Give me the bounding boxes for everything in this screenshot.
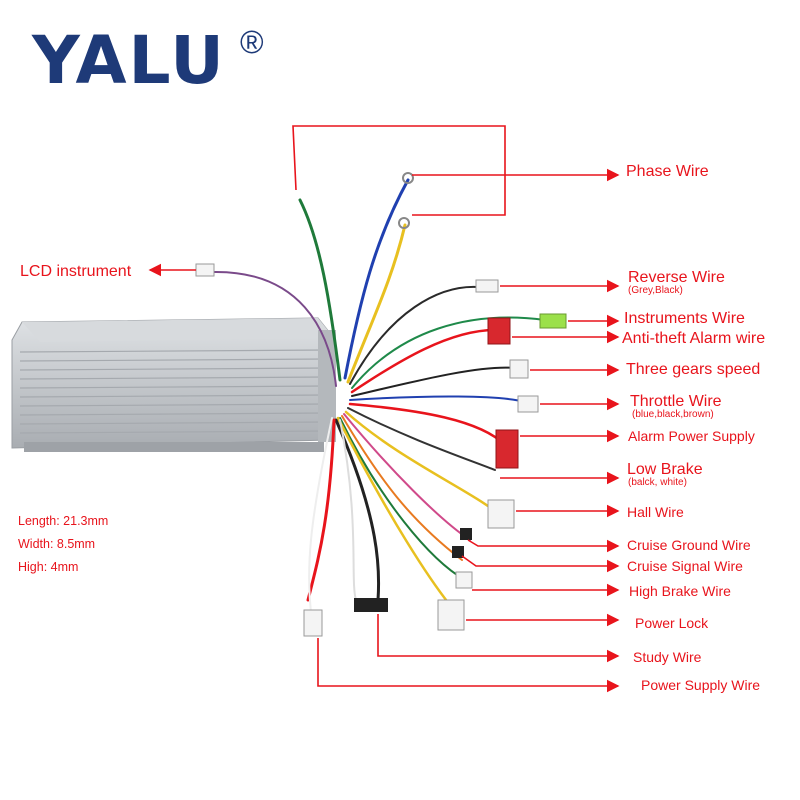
alarm-power-supply-label: Alarm Power Supply xyxy=(628,428,755,444)
cruise-ground-wire-label: Cruise Ground Wire xyxy=(627,537,751,553)
leader-lines xyxy=(148,125,620,693)
spec-width: Width: 8.5mm xyxy=(18,537,96,551)
reverse-wire-label: Reverse Wire xyxy=(628,269,725,286)
power-lock-label: Power Lock xyxy=(635,615,709,631)
instruments-wire-label: Instruments Wire xyxy=(624,310,745,327)
wire-bundle xyxy=(211,178,546,621)
registered-mark: ® xyxy=(240,24,264,60)
study-wire-label: Study Wire xyxy=(633,649,702,665)
three-gears-speed-label: Three gears speed xyxy=(626,361,761,378)
power-supply-wire-label: Power Supply Wire xyxy=(641,677,761,693)
low-brake-sublabel: (balck, white) xyxy=(628,477,687,488)
phase-wire-label: Phase Wire xyxy=(626,163,709,180)
lcd-instrument-label: LCD instrument xyxy=(20,263,132,280)
connectors xyxy=(195,172,567,637)
reverse-wire-sublabel: (Grey,Black) xyxy=(628,285,683,296)
throttle-wire-label: Throttle Wire xyxy=(630,393,722,410)
throttle-wire-sublabel: (blue,black,brown) xyxy=(632,409,714,420)
controller-housing xyxy=(11,317,336,452)
hall-wire-label: Hall Wire xyxy=(627,504,684,520)
high-brake-wire-label: High Brake Wire xyxy=(629,583,731,599)
spec-length: Length: 21.3mm xyxy=(18,514,109,528)
cruise-signal-wire-label: Cruise Signal Wire xyxy=(627,558,743,574)
low-brake-label: Low Brake xyxy=(627,461,703,478)
spec-high: High: 4mm xyxy=(18,560,79,574)
brand-logo: YALU xyxy=(32,22,226,99)
anti-theft-alarm-label: Anti-theft Alarm wire xyxy=(622,330,766,347)
